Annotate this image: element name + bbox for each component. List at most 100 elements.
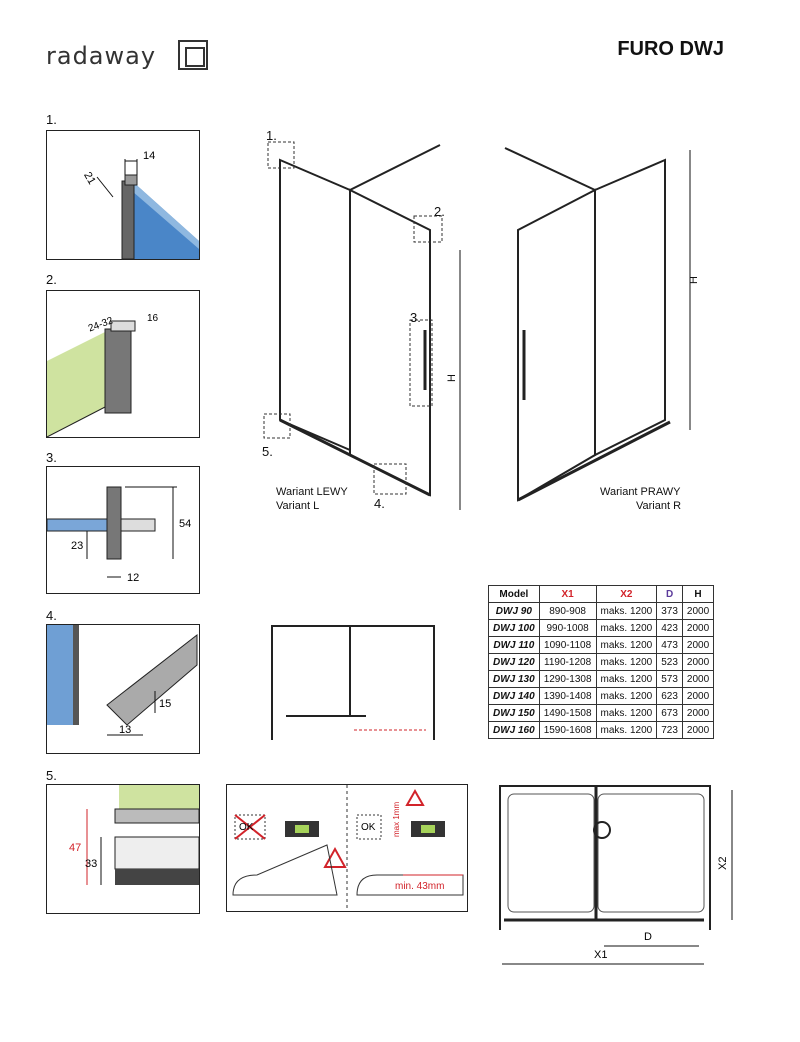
cell: maks. 1200 bbox=[595, 636, 658, 654]
cell: 373 bbox=[656, 602, 683, 620]
detail-3-dim-h2: 23 bbox=[71, 540, 83, 552]
leveling-ok-1: OK bbox=[239, 822, 254, 833]
cell: maks. 1200 bbox=[595, 687, 658, 705]
detail-2-dim-w: 16 bbox=[147, 313, 159, 324]
detail-1-panel: 14 21 bbox=[46, 130, 200, 260]
cell: DWJ 100 bbox=[488, 619, 540, 637]
callout-4: 4. bbox=[374, 496, 385, 511]
detail-4-panel: 15 13 bbox=[46, 624, 200, 754]
cell: 523 bbox=[656, 653, 683, 671]
cell: DWJ 160 bbox=[488, 721, 540, 739]
detail-5-dim-h2: 33 bbox=[85, 858, 97, 870]
cell: maks. 1200 bbox=[595, 704, 658, 722]
cell: 2000 bbox=[681, 619, 715, 637]
variant-right-height-label: H bbox=[687, 276, 700, 284]
variant-left-subtitle: Variant L bbox=[276, 500, 320, 512]
cell: 2000 bbox=[681, 653, 715, 671]
detail-4-number: 4. bbox=[46, 608, 57, 623]
plan-view: D X1 X2 bbox=[499, 785, 733, 965]
detail-3-drawing: 54 23 12 bbox=[47, 486, 191, 584]
cell: 2000 bbox=[681, 704, 715, 722]
leveling-panel: OK OK max 1mm min. 43mm bbox=[226, 784, 468, 912]
cell: 623 bbox=[656, 687, 683, 705]
leveling-min-label: min. 43mm bbox=[395, 881, 444, 892]
detail-5-drawing: 47 33 bbox=[69, 785, 199, 885]
cell: DWJ 130 bbox=[488, 670, 540, 688]
detail-2-number: 2. bbox=[46, 272, 57, 287]
cell: 573 bbox=[656, 670, 683, 688]
cell: 1390-1408 bbox=[538, 687, 597, 705]
cell: 2000 bbox=[681, 602, 715, 620]
cell: DWJ 120 bbox=[488, 653, 540, 671]
plan-x1-label: X1 bbox=[594, 949, 607, 961]
detail-3-dim-w: 12 bbox=[127, 572, 139, 584]
cell: maks. 1200 bbox=[595, 670, 658, 688]
variant-right-title: Wariant PRAWY bbox=[600, 486, 681, 498]
leveling-drawing: OK OK max 1mm min. 43mm bbox=[232, 785, 464, 911]
variant-right-subtitle: Variant R bbox=[636, 500, 682, 512]
callout-1: 1. bbox=[266, 128, 277, 143]
detail-4-dim-h: 15 bbox=[159, 698, 171, 710]
cell: 2000 bbox=[681, 687, 715, 705]
cell: 2000 bbox=[681, 670, 715, 688]
detail-5-number: 5. bbox=[46, 768, 57, 783]
variant-left-title: Wariant LEWY bbox=[276, 486, 348, 498]
cell: 2000 bbox=[681, 636, 715, 654]
spec-col-x1: X1 bbox=[538, 585, 597, 603]
detail-5-panel: 47 33 bbox=[46, 784, 200, 914]
detail-3-number: 3. bbox=[46, 450, 57, 465]
cell: maks. 1200 bbox=[595, 602, 658, 620]
detail-3-dim-h1: 54 bbox=[179, 518, 191, 530]
detail-3-panel: 54 23 12 bbox=[46, 466, 200, 594]
cell: 890-908 bbox=[538, 602, 597, 620]
cell: 473 bbox=[656, 636, 683, 654]
page-title: FURO DWJ bbox=[617, 38, 724, 60]
cell: DWJ 110 bbox=[488, 636, 540, 654]
cell: 1190-1208 bbox=[538, 653, 597, 671]
callout-2: 2. bbox=[434, 204, 445, 219]
detail-1-dim-w: 14 bbox=[143, 150, 155, 162]
leveling-max-label: max 1mm bbox=[392, 802, 401, 837]
plan-d-label: D bbox=[644, 931, 652, 943]
cell: 423 bbox=[656, 619, 683, 637]
cell: 723 bbox=[656, 721, 683, 739]
variant-left-height-label: H bbox=[445, 374, 458, 382]
spec-col-model: Model bbox=[488, 585, 540, 603]
cell: DWJ 90 bbox=[488, 602, 540, 620]
cell: maks. 1200 bbox=[595, 653, 658, 671]
variant-right-drawing bbox=[504, 147, 691, 502]
variant-left-drawing bbox=[263, 141, 461, 510]
cell: 2000 bbox=[681, 721, 715, 739]
detail-5-dim-h1: 47 bbox=[69, 842, 81, 854]
plan-x2-label: X2 bbox=[717, 857, 729, 870]
callout-3: 3. bbox=[410, 310, 421, 325]
cell: 1090-1108 bbox=[538, 636, 597, 654]
detail-2-panel: 24-32 16 bbox=[46, 290, 200, 438]
cell: 1590-1608 bbox=[538, 721, 597, 739]
detail-1-number: 1. bbox=[46, 112, 57, 127]
detail-4-drawing: 15 13 bbox=[47, 625, 198, 736]
cell: DWJ 150 bbox=[488, 704, 540, 722]
cell: maks. 1200 bbox=[595, 619, 658, 637]
callout-5: 5. bbox=[262, 444, 273, 459]
spec-col-d: D bbox=[656, 585, 683, 603]
cell: maks. 1200 bbox=[595, 721, 658, 739]
cell: 673 bbox=[656, 704, 683, 722]
detail-4-dim-w: 13 bbox=[119, 724, 131, 736]
spec-table-header-row: Model X1 X2 D H bbox=[488, 585, 715, 603]
cell: 1490-1508 bbox=[538, 704, 597, 722]
brand-logo-icon bbox=[178, 40, 208, 70]
spec-col-x2: X2 bbox=[595, 585, 658, 603]
top-view-schematic bbox=[271, 625, 435, 740]
detail-1-dim-d: 21 bbox=[81, 170, 98, 187]
detail-2-drawing: 24-32 16 bbox=[47, 313, 159, 437]
